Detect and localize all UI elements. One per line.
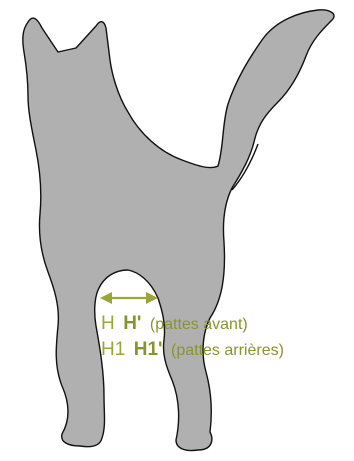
width-measure-arrow xyxy=(100,292,158,304)
label-rear-legs: (pattes arrières) xyxy=(171,342,284,359)
label-h-prime: H' xyxy=(123,313,141,334)
label-h1: H1 xyxy=(101,339,125,360)
dog-silhouette xyxy=(23,10,334,451)
label-h1-prime: H1' xyxy=(134,339,163,360)
label-front-legs: (pattes avant) xyxy=(150,316,248,333)
legend-row-rear-legs: H1 H1' (pattes arrières) xyxy=(101,340,284,359)
legend-row-front-legs: H H' (pattes avant) xyxy=(101,314,248,333)
label-h: H xyxy=(101,313,115,334)
